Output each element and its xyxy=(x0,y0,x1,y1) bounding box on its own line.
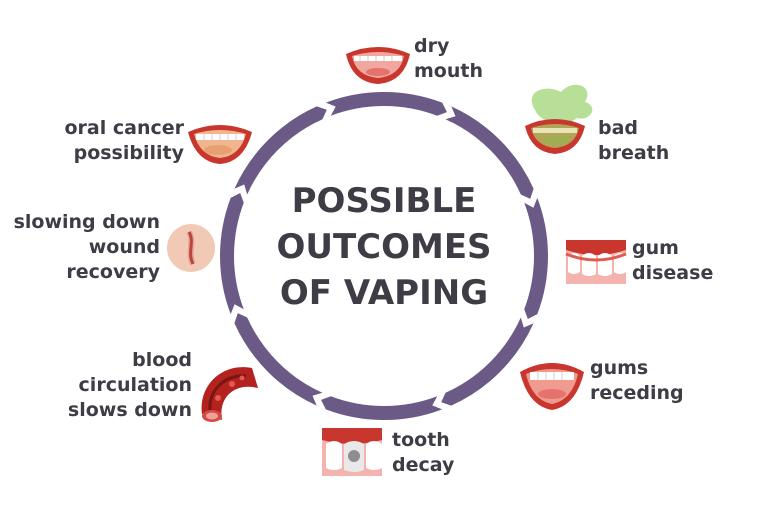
mouth-green-breath-icon xyxy=(525,84,593,154)
ring-segment xyxy=(219,193,244,315)
outcome-label-line: decay xyxy=(392,454,455,476)
outcome-label-oral-cancer: oral cancer possibility xyxy=(64,116,184,166)
outcome-label-line: breath xyxy=(598,142,670,164)
mouth-lesion-icon xyxy=(188,125,252,164)
outcome-label-gums-receding: gums receding xyxy=(590,356,684,406)
outcome-label-line: dry xyxy=(414,35,450,57)
outcome-label-line: gum xyxy=(632,237,679,259)
title-line-1: POSSIBLE xyxy=(291,181,477,221)
outcome-label-bad-breath: bad breath xyxy=(598,116,669,166)
outcome-label-line: oral cancer xyxy=(64,117,184,139)
title-line-3: OF VAPING xyxy=(279,273,489,313)
outcome-ring xyxy=(219,92,548,421)
outcome-label-line: slows down xyxy=(67,399,192,421)
outcome-label-line: possibility xyxy=(73,142,184,164)
skin-wound-icon xyxy=(167,224,215,272)
outcome-label-line: recovery xyxy=(66,261,160,283)
outcome-label-line: disease xyxy=(632,262,714,284)
outcome-label-line: blood xyxy=(132,349,192,371)
inflamed-gums-icon xyxy=(565,240,627,284)
title-line-2: OUTCOMES xyxy=(276,227,492,267)
ring-segment xyxy=(325,92,447,116)
center-title: POSSIBLE OUTCOMES OF VAPING xyxy=(234,178,534,316)
open-mouth-icon xyxy=(346,47,410,84)
outcome-label-line: slowing down xyxy=(13,211,160,233)
outcome-label-tooth-decay: tooth decay xyxy=(392,428,454,478)
outcome-label-line: wound xyxy=(88,236,160,258)
ring-segment xyxy=(234,106,327,195)
outcome-label-wound-recovery: slowing down wound recovery xyxy=(14,210,160,285)
outcome-label-line: bad xyxy=(598,117,639,139)
ring-segment xyxy=(445,106,534,199)
ring-segment xyxy=(234,313,323,406)
outcome-label-dry-mouth: dry mouth xyxy=(414,34,483,84)
outcome-label-line: circulation xyxy=(78,374,192,396)
outcome-label-line: gums xyxy=(590,357,649,379)
blood-vessel-icon xyxy=(201,367,258,422)
outcome-label-line: tooth xyxy=(392,429,450,451)
decayed-tooth-icon xyxy=(322,428,382,476)
ring-segment xyxy=(524,197,548,319)
outcome-label-blood-circulation: blood circulation slows down xyxy=(68,348,192,423)
outcome-label-gum-disease: gum disease xyxy=(632,236,713,286)
receding-gums-mouth-icon xyxy=(520,363,584,410)
outcome-label-line: receding xyxy=(590,382,684,404)
ring-segment xyxy=(441,317,534,406)
outcome-label-line: mouth xyxy=(414,60,483,82)
ring-segment xyxy=(321,396,443,421)
